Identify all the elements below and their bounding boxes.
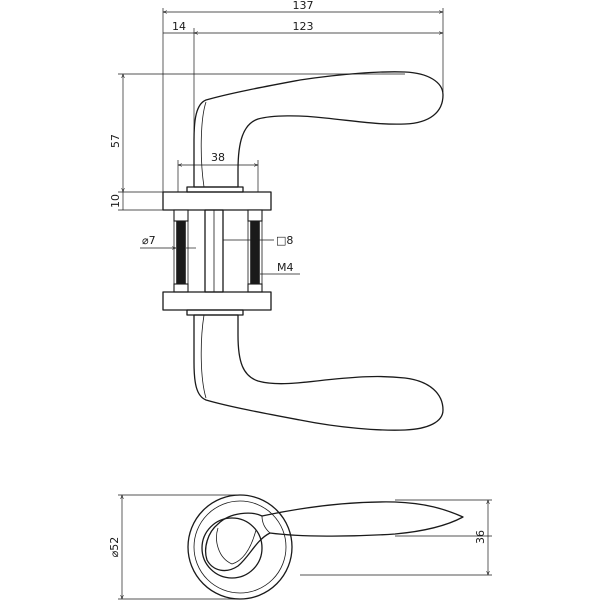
dim-height: 57 xyxy=(109,134,122,148)
square-symbol: □ xyxy=(276,234,286,247)
diameter-symbol: ⌀ xyxy=(142,234,149,247)
dim-lever-length: 123 xyxy=(293,20,314,33)
dim-rose-width: 38 xyxy=(211,151,225,164)
bottom-lever xyxy=(193,314,444,431)
dim-bolt-diameter: ⌀7 xyxy=(142,234,156,247)
bolt-diameter-value: 7 xyxy=(149,234,156,247)
dim-overall-length: 137 xyxy=(293,0,314,12)
dimension-lines xyxy=(118,8,492,600)
plan-view xyxy=(187,494,464,600)
dim-rose-diameter: ⌀52 xyxy=(108,537,121,558)
spindle-square-value: 8 xyxy=(286,234,293,247)
rose-diameter-value: 52 xyxy=(108,537,121,551)
bottom-rose xyxy=(162,291,272,316)
dim-lever-width: 36 xyxy=(474,530,487,544)
dim-spindle-square: □8 xyxy=(276,234,293,247)
top-lever xyxy=(193,71,444,188)
dimension-labels: 137 14 123 57 10 38 ⌀7 □8 M4 ⌀52 36 xyxy=(108,0,487,557)
dim-thread: M4 xyxy=(277,261,294,274)
top-rose xyxy=(162,186,272,211)
connection-assembly xyxy=(173,209,263,293)
dim-offset: 14 xyxy=(172,20,186,33)
dim-rose-thickness: 10 xyxy=(109,194,122,208)
rose-diameter-symbol: ⌀ xyxy=(108,550,121,557)
